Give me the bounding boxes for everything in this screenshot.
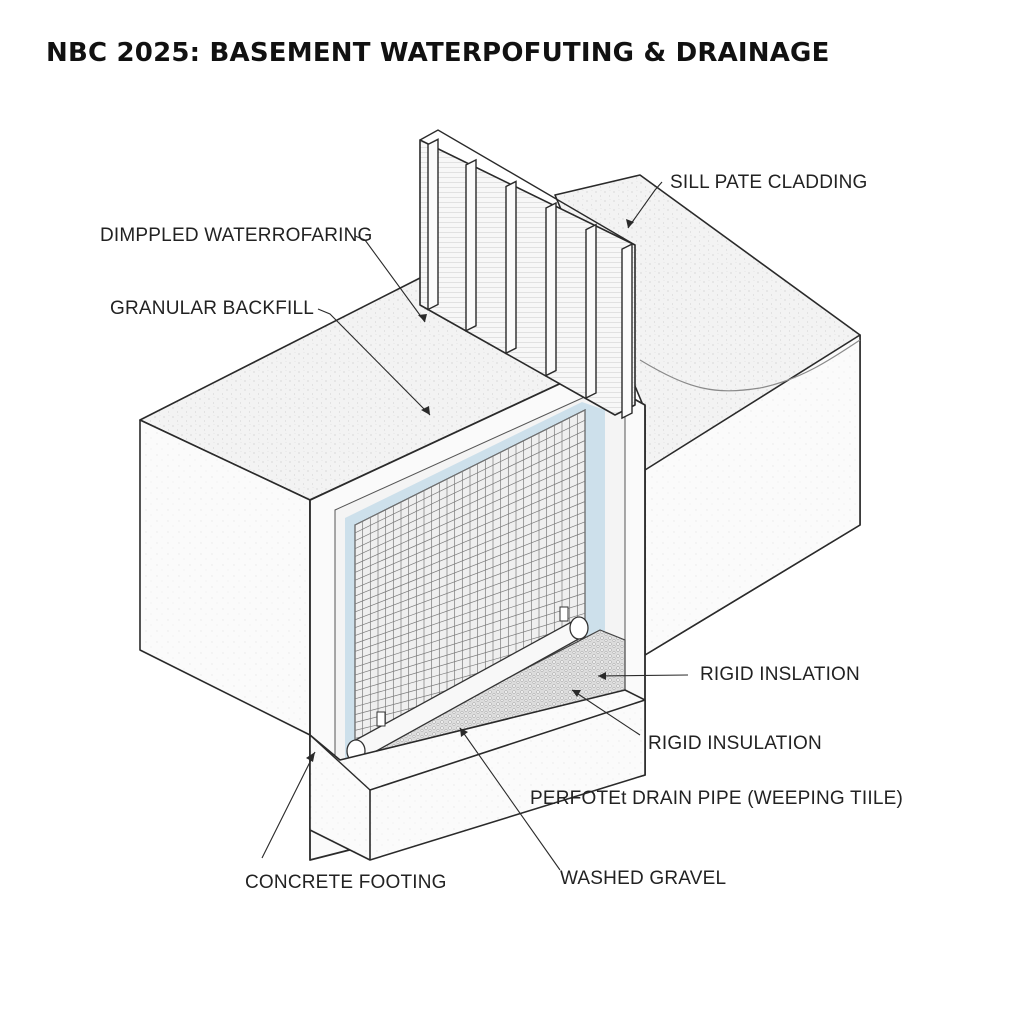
stud-wall — [419, 129, 636, 420]
leader-arrows — [306, 219, 634, 762]
label-sill-plate-cladding: SILL PATE CLADDING — [670, 172, 868, 193]
leader-lines — [261, 181, 689, 871]
label-concrete-footing: CONCRETE FOOTING — [245, 872, 447, 893]
label-rigid-insulation-upper: RIGID INSLATION — [700, 664, 860, 685]
concrete-footing — [309, 689, 646, 861]
label-rigid-insulation-lower: RIGID INSULATION — [648, 733, 822, 754]
label-washed-gravel: WASHED GRAVEL — [560, 868, 727, 889]
diagram-title: NBC 2025: BASEMENT WATERPOFUTING & DRAIN… — [46, 38, 830, 68]
label-dimpled-waterproofing: DIMPPLED WATERROFARING — [100, 225, 373, 246]
label-perforated-drain-pipe: PERFOTEt DRAIN PIPE (WEEPING TIILE) — [530, 788, 903, 809]
label-granular-backfill: GRANULAR BACKFILL — [110, 298, 315, 319]
